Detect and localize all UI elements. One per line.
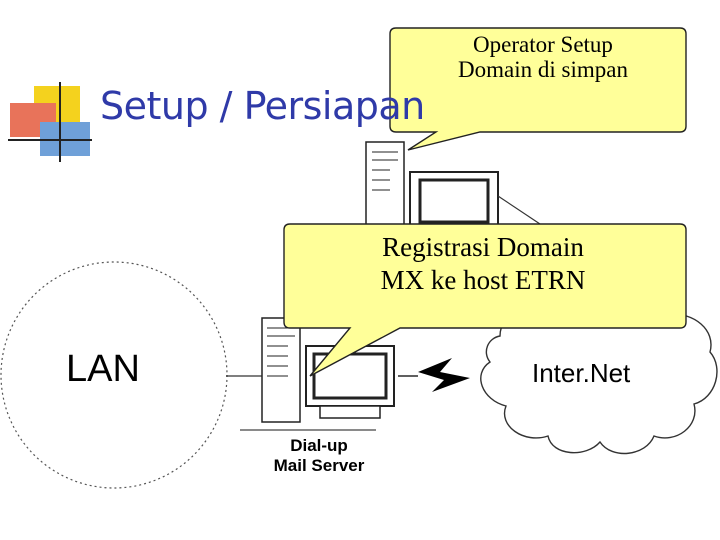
registrasi-callout-text: Registrasi Domain MX ke host ETRN [282, 231, 684, 297]
registrasi-callout-balloon [283, 223, 687, 377]
title-bullet-icon [8, 82, 92, 162]
lightning-link-icon [398, 358, 470, 392]
host-monitor-icon [409, 171, 499, 229]
operator-callout-text: Operator Setup Domain di simpan [400, 32, 686, 83]
dialup-label-line2: Mail Server [273, 456, 365, 476]
lan-circle [0, 261, 228, 489]
internet-label: Inter.Net [532, 358, 631, 388]
lan-label: LAN [66, 348, 140, 390]
operator-callout-line2: Domain di simpan [458, 57, 628, 83]
slide-title: Setup / Persiapan [100, 84, 425, 128]
operator-callout-balloon [389, 27, 687, 151]
dialup-monitor-icon [305, 345, 395, 419]
dialup-server-label: Dial-up Mail Server [262, 436, 376, 477]
dialup-label-line1: Dial-up [290, 436, 348, 455]
operator-callout-line1: Operator Setup [473, 32, 613, 57]
dialup-server-tower-icon [240, 317, 376, 431]
registrasi-callout-line2: MX ke host ETRN [380, 264, 586, 295]
server-tower-icon [365, 141, 405, 227]
registrasi-callout-line1: Registrasi Domain [382, 232, 584, 262]
host-link-line [497, 195, 541, 225]
